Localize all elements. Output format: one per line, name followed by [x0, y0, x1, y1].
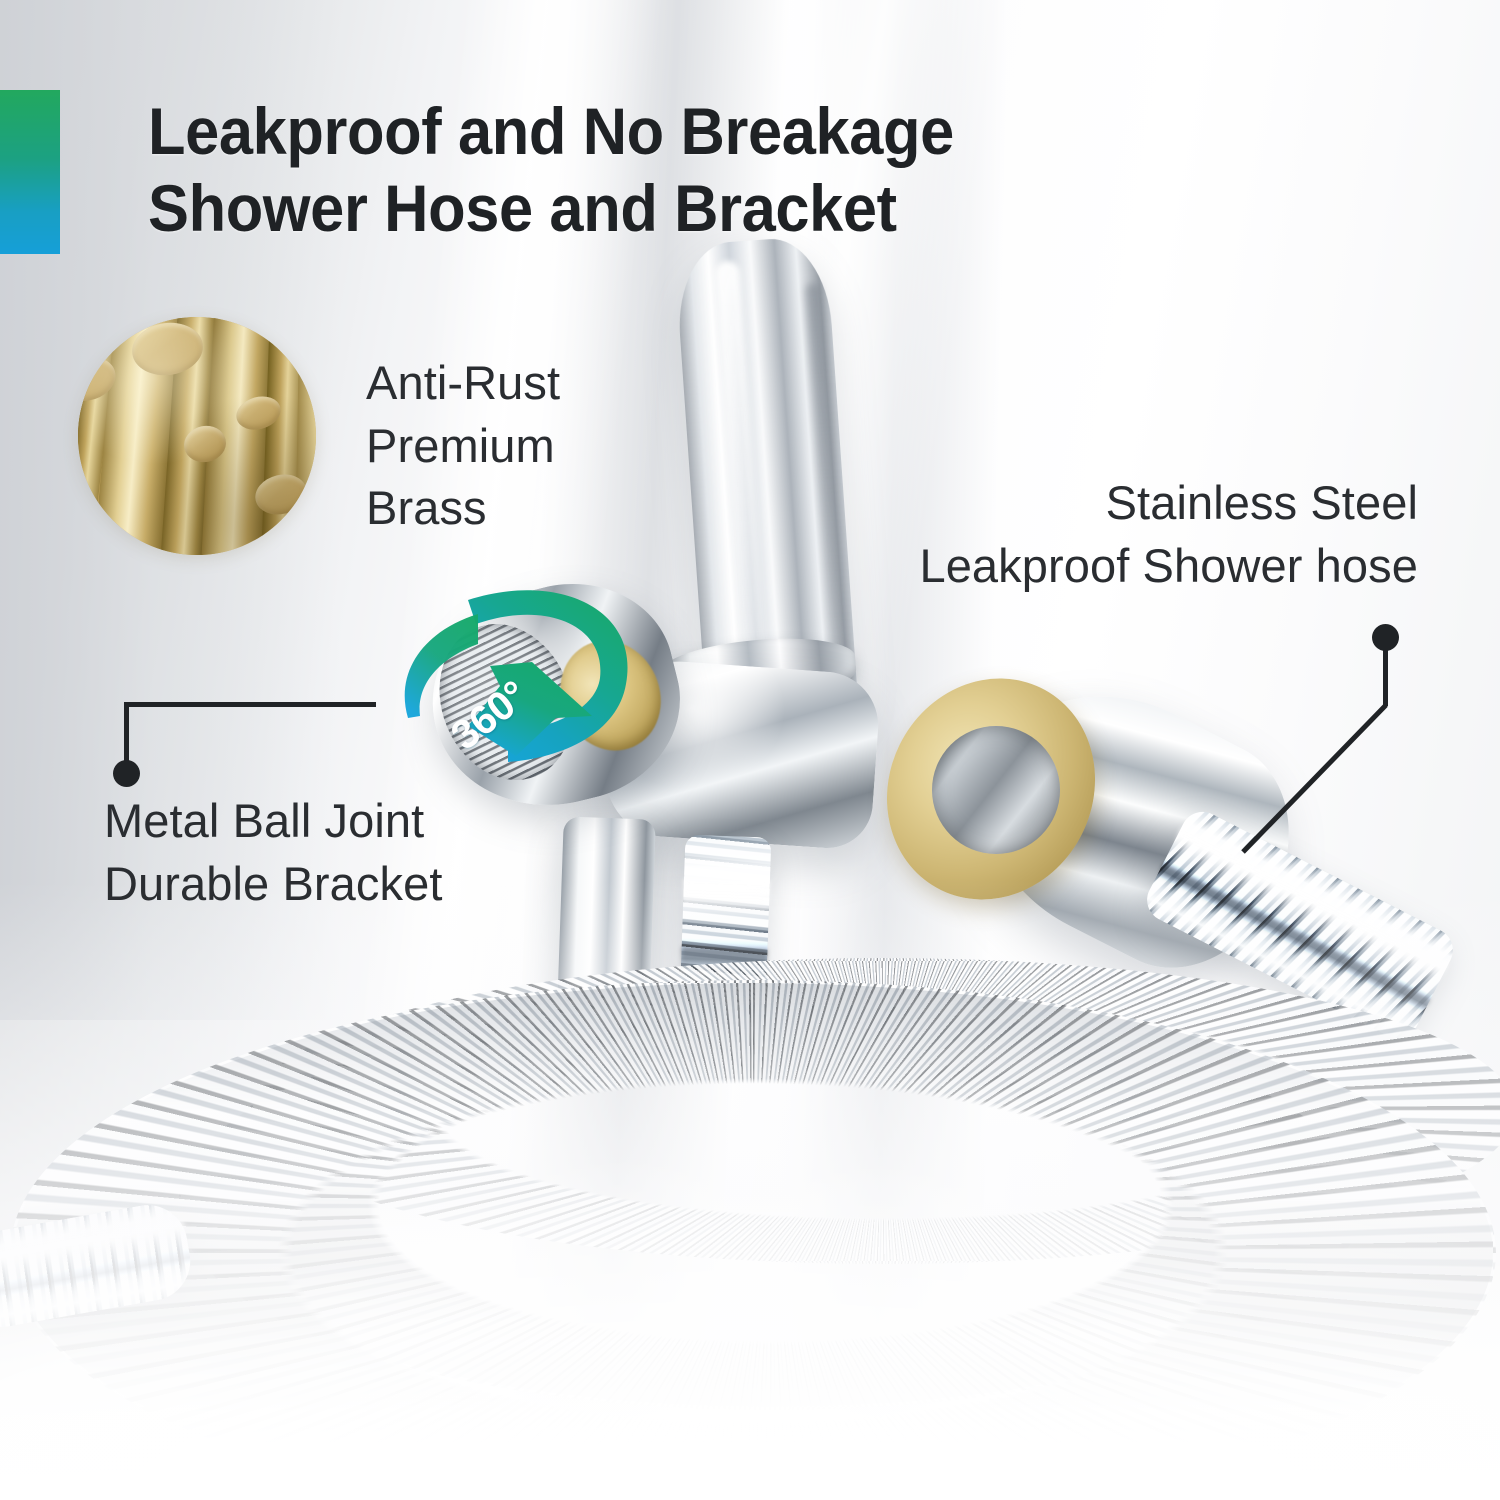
- callout-joint-line-2: Durable Bracket: [104, 856, 443, 910]
- leader-dot-hose: [1372, 624, 1399, 651]
- wand-highlight: [714, 260, 767, 666]
- page-title-line-1: Leakproof and No Breakage: [148, 94, 954, 168]
- brass-inset-shading: [78, 317, 316, 555]
- callout-anti-rust-brass: Anti-Rust Premium Brass: [366, 352, 560, 540]
- leader-dot-joint: [113, 760, 140, 787]
- arrow-head: [468, 662, 592, 756]
- leader-line-joint-horizontal: [124, 702, 376, 707]
- callout-brass-line-2: Premium: [366, 418, 555, 472]
- ribbon-left-tail: [404, 614, 478, 718]
- connector-bore: [932, 726, 1060, 854]
- leader-line-hose-vertical: [1383, 648, 1388, 706]
- accent-color-bar: [0, 90, 60, 254]
- brass-material-inset: [78, 317, 316, 555]
- ribbon-path: [468, 590, 628, 762]
- callout-hose-line-2: Leakproof Shower hose: [919, 538, 1418, 592]
- page-title-line-2: Shower Hose and Bracket: [148, 170, 897, 245]
- callout-brass-line-3: Brass: [366, 481, 487, 534]
- page-title: Leakproof and No Breakage Shower Hose an…: [148, 93, 1245, 246]
- rotation-arrow-icon: [404, 590, 628, 762]
- callout-stainless-hose: Stainless Steel Leakproof Shower hose: [919, 472, 1418, 597]
- rotation-360-badge: 360°: [404, 566, 704, 796]
- background-lower-glow: [0, 880, 1500, 1500]
- callout-ball-joint-bracket: Metal Ball Joint Durable Bracket: [104, 790, 443, 915]
- callout-joint-line-1: Metal Ball Joint: [104, 794, 425, 847]
- leader-line-joint-vertical: [124, 702, 129, 768]
- callout-hose-line-1: Stainless Steel: [1105, 476, 1418, 529]
- callout-brass-line-1: Anti-Rust: [366, 356, 561, 409]
